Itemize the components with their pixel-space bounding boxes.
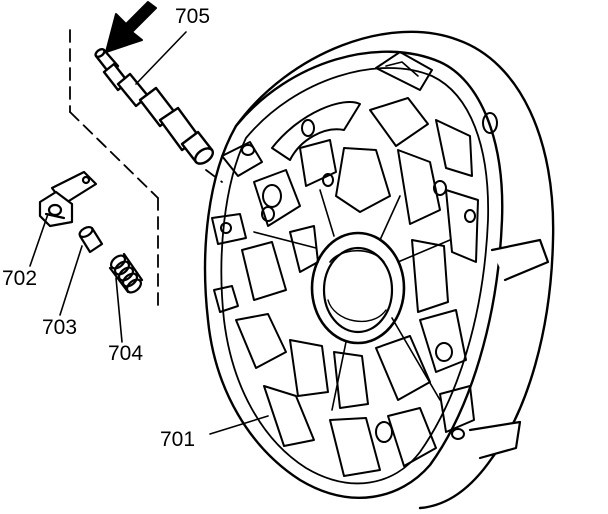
callout-702: 702 bbox=[2, 267, 38, 290]
callout-705: 705 bbox=[175, 5, 211, 28]
plug-703 bbox=[78, 225, 104, 254]
callout-701: 701 bbox=[160, 428, 196, 451]
callout-703: 703 bbox=[42, 316, 78, 339]
valve-705 bbox=[94, 47, 215, 165]
alignment-dashed-lines bbox=[69, 29, 223, 313]
retainer-702 bbox=[38, 170, 98, 228]
arrow-down-left-icon bbox=[105, 1, 157, 53]
callout-704: 704 bbox=[108, 342, 144, 365]
leader-lines bbox=[29, 31, 269, 435]
spring-704 bbox=[108, 252, 144, 294]
pump-body bbox=[203, 30, 555, 510]
